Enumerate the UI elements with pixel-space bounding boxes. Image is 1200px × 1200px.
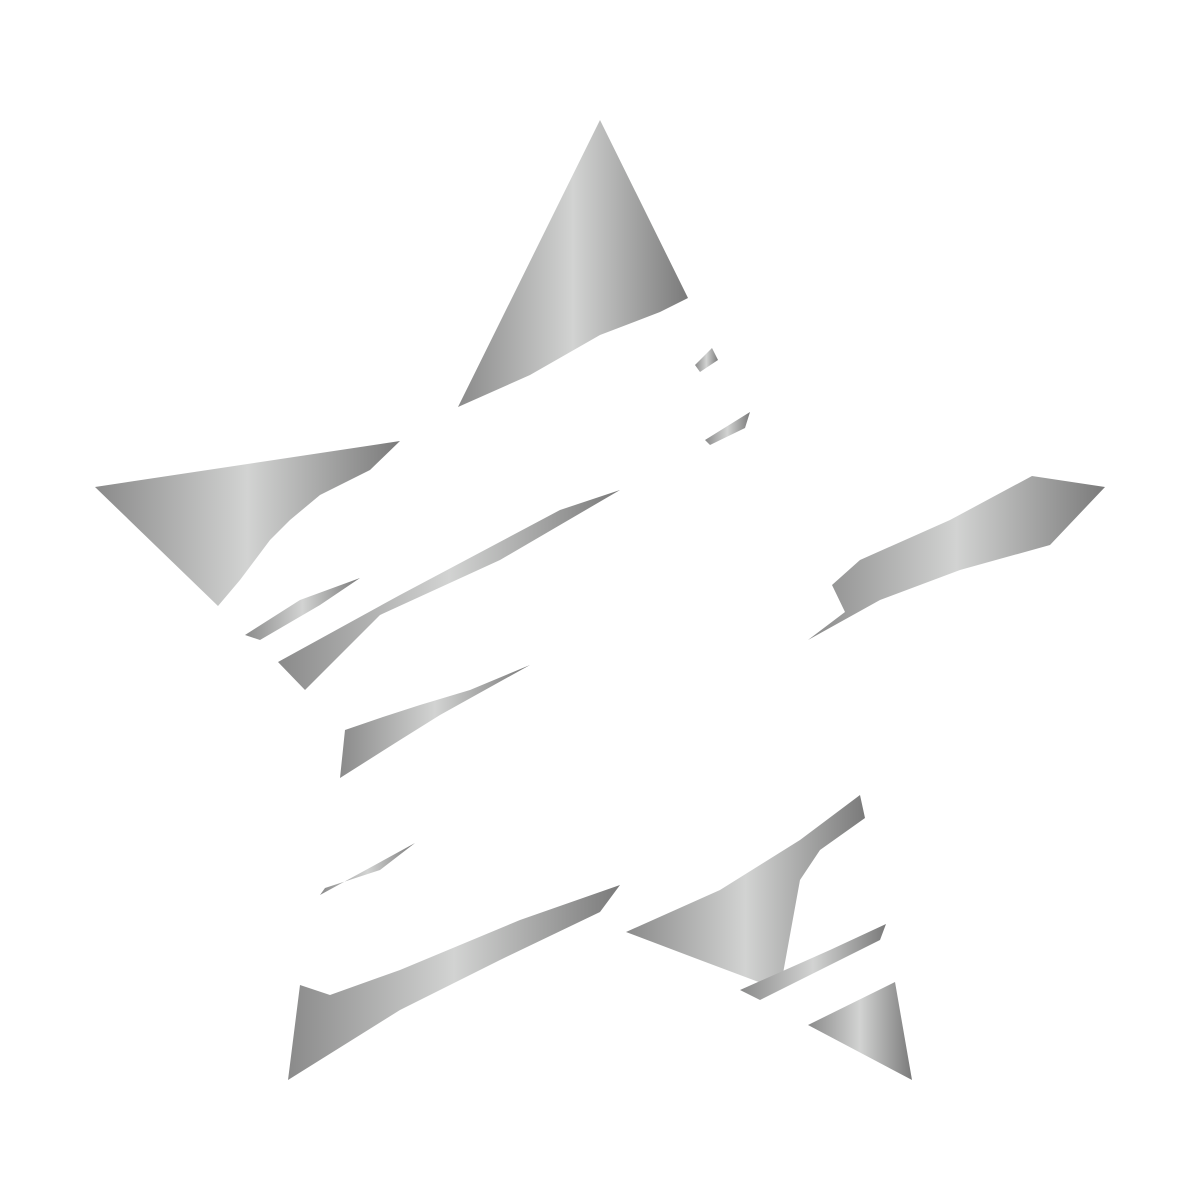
star-left-lower-streak <box>245 578 360 640</box>
star-tiny-fragment <box>695 348 718 372</box>
star-top-point <box>458 120 688 407</box>
star-bottom-center-fragment <box>626 795 865 990</box>
star-right-point <box>808 476 1105 640</box>
star-bottom-right-point <box>808 982 912 1080</box>
star-left-point <box>95 441 400 606</box>
star-thin-streak <box>320 843 415 895</box>
star-middle-fragment <box>340 665 530 778</box>
star-bottom-right-streak <box>740 924 886 1000</box>
star-small-fragment <box>705 412 750 445</box>
star-bottom-left-point <box>288 885 620 1080</box>
star-left-streak <box>278 490 620 690</box>
